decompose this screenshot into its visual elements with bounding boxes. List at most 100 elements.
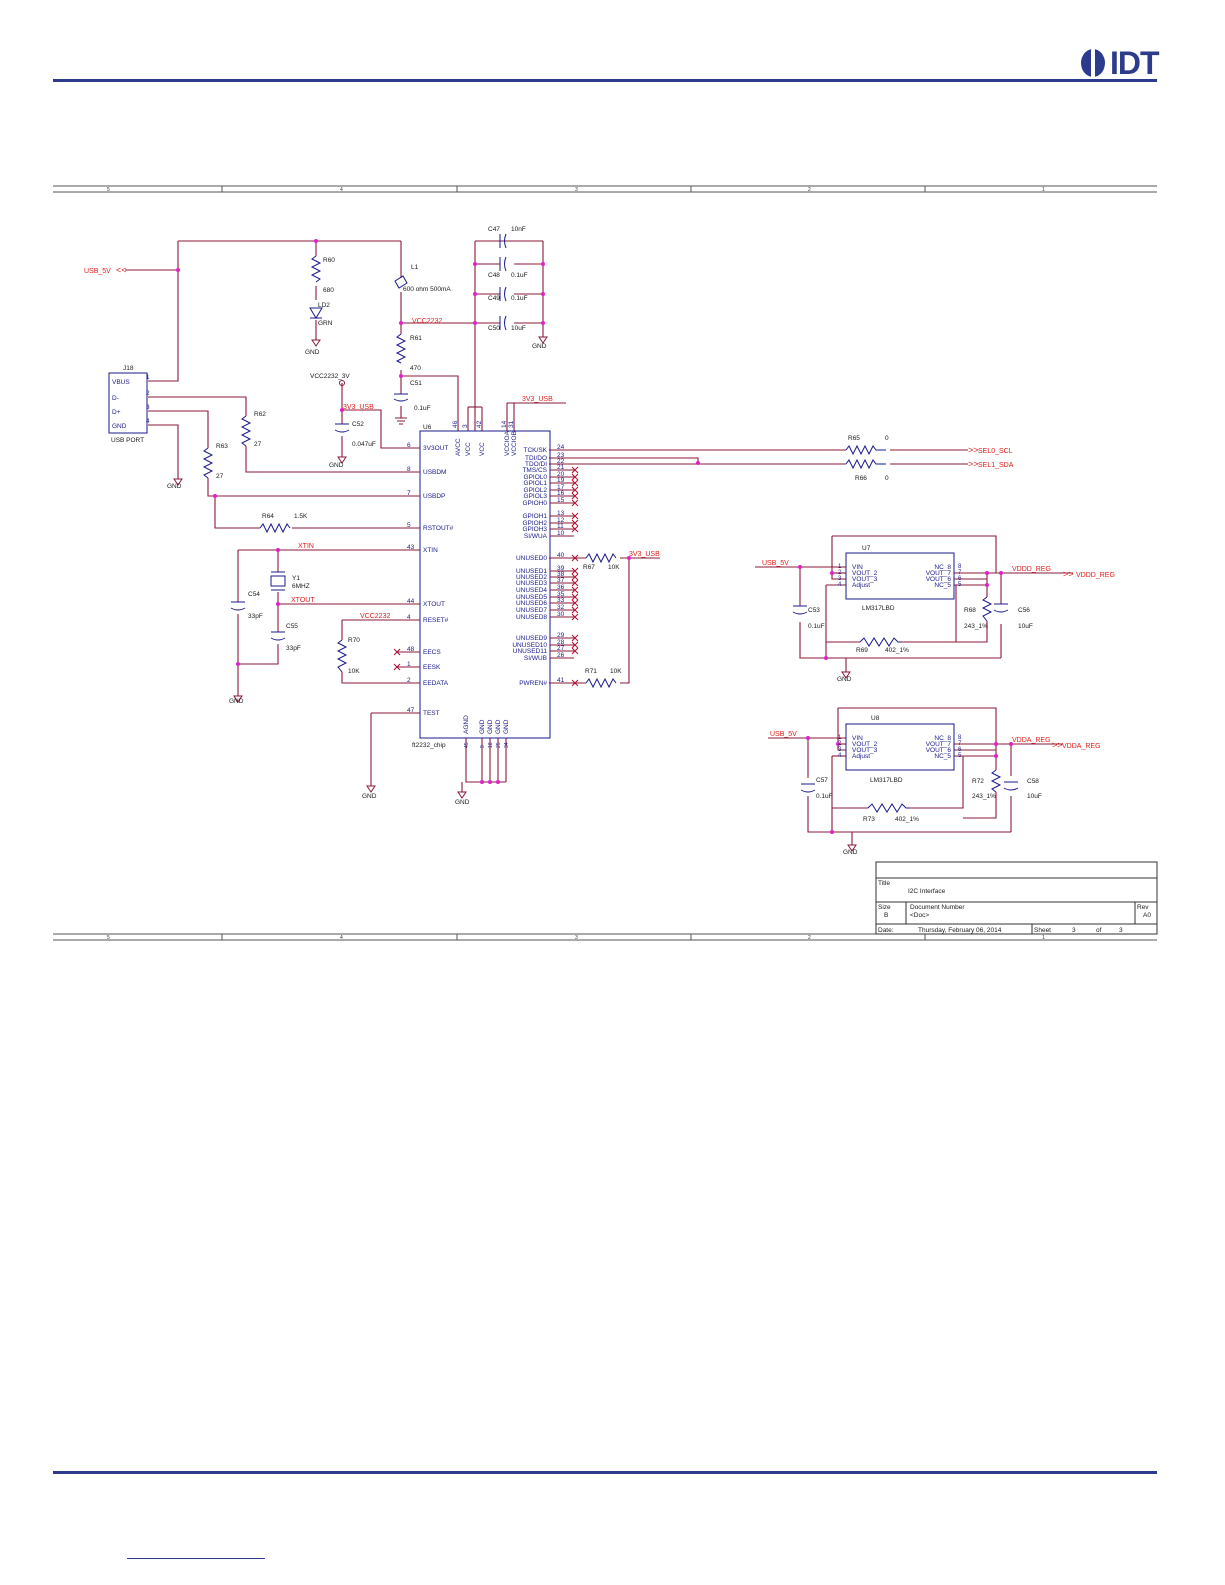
j18-ref: J18 <box>123 365 134 372</box>
zone-top-2: 2 <box>808 187 811 193</box>
u6-pin-number: 16 <box>557 490 565 497</box>
c49-ref: C49 <box>488 295 500 302</box>
u6-pin-number: 36 <box>557 584 565 591</box>
u6-body <box>419 430 551 739</box>
l1-value: 600 ohm 500mA <box>403 286 451 293</box>
usb-connector-body <box>108 372 148 434</box>
ld2-value: GRN <box>318 320 333 327</box>
u6-pin-name: GND <box>487 719 494 734</box>
u6-pin-name: UNUSED7 <box>516 607 547 614</box>
u7-ref: U7 <box>862 545 871 552</box>
ld2-symbol <box>309 307 323 319</box>
u6-pin-number: 11 <box>557 523 564 530</box>
no-connect-icon <box>571 586 579 594</box>
u6-pin-name: GPIOH1 <box>522 513 547 520</box>
u8-pin-number: 1 <box>838 735 842 741</box>
u6-pin-name: USBDM <box>423 469 446 476</box>
zone-bottom-2: 2 <box>808 935 811 941</box>
c52-ref: C52 <box>352 421 364 428</box>
u6-pin-name: UNUSED0 <box>516 555 547 562</box>
r73-value: 402_1% <box>895 816 919 823</box>
r61-ref: R61 <box>410 335 422 342</box>
j18-pin-number: 3 <box>146 404 150 411</box>
u8-pin-number: 2 <box>838 741 842 747</box>
u6-pin-name: VCC <box>465 442 472 456</box>
c49-symbol <box>499 286 507 302</box>
u6-pin-name: GPIOH3 <box>522 526 547 533</box>
no-connect-icon <box>571 573 579 581</box>
u6-pin-name: TDO/DI <box>525 461 547 468</box>
r62-value: 27 <box>254 441 262 448</box>
offpage-arrow-icon: << <box>116 265 127 275</box>
u7-pin-name: VOUT_7 <box>926 570 952 577</box>
u6-pin-name: GND <box>503 719 510 734</box>
r67-value: 10K <box>608 564 620 571</box>
c54-symbol <box>230 601 246 611</box>
r60-symbol <box>310 255 322 283</box>
rev-value: A0 <box>1143 912 1151 919</box>
u6-pin-number: 17 <box>557 484 565 491</box>
u7-pin-name: VOUT_3 <box>852 576 878 583</box>
no-connect-icon <box>571 519 579 527</box>
net-label-vdda-reg-port: VDDA_REG <box>1062 743 1101 750</box>
c56-ref: C56 <box>1018 607 1030 614</box>
u6-pin-name: UNUSED4 <box>516 587 547 594</box>
c56-value: 10uF <box>1018 623 1033 630</box>
no-connect-icon <box>571 512 579 520</box>
u6-pin-number: 1 <box>407 661 411 668</box>
u6-pin-name: VCCIOB <box>511 431 518 456</box>
u6-pin-name: GPIOL3 <box>524 493 548 500</box>
r72-ref: R72 <box>972 778 984 785</box>
offpage-arrow-icon: >> <box>968 459 979 469</box>
u6-pin-number: 27 <box>557 645 565 652</box>
gnd-label: GND <box>167 483 182 490</box>
r69-value: 402_1% <box>885 647 909 654</box>
u8-name: LM317LBD <box>870 777 903 784</box>
net-label-usb5v: USB_5V <box>84 268 111 275</box>
zone-top-3: 3 <box>575 187 578 193</box>
c57-ref: C57 <box>816 777 828 784</box>
c47-symbol <box>499 233 507 249</box>
c58-symbol <box>1003 781 1019 791</box>
r60-value: 680 <box>323 287 334 294</box>
c48-ref: C48 <box>488 272 500 279</box>
u6-pin-name: TCK/SK <box>524 447 548 454</box>
u6-pin-number: 21 <box>557 464 565 471</box>
net-label-vddd-reg: VDDD_REG <box>1012 566 1051 573</box>
u6-pin-name: GND <box>479 719 486 734</box>
u6-pin-name: SI/WUA <box>524 533 548 540</box>
no-connect-icon <box>571 567 579 575</box>
r61-symbol <box>395 333 407 364</box>
reference-labels: C47 10nF C48 0.1uF C49 0.1uF C50 10uF GN… <box>111 226 1042 856</box>
u6-pin-name: TMS/CS <box>522 467 547 474</box>
footer-link-underline[interactable] <box>127 1558 265 1559</box>
j18-pin-number: 1 <box>146 374 150 381</box>
u6-pin-name: EESK <box>423 664 441 671</box>
net-label-usb5v-u8: USB_5V <box>770 731 797 738</box>
title-block: Title I2C Interface Size B Document Numb… <box>875 861 1158 935</box>
u6-pin-number: 48 <box>407 646 415 653</box>
u6-pin-number: 33 <box>557 597 565 604</box>
no-connect-icon <box>571 525 579 533</box>
u6-pin-name: EEDATA <box>423 680 449 687</box>
u6-pin-number: 8 <box>407 466 411 473</box>
no-connect-icon <box>571 473 579 481</box>
c47-value: 10nF <box>511 226 526 233</box>
u8-pin-number: 5 <box>958 753 962 759</box>
u6-pin-name: TDI/DO <box>525 455 547 462</box>
u7-pin-number: 4 <box>838 582 842 588</box>
ground-symbol <box>337 456 347 464</box>
u6-pin-number: 26 <box>557 652 565 659</box>
u6-pin-name: XTOUT <box>423 601 445 608</box>
u6-pin-number: 13 <box>557 510 565 517</box>
net-label-vcc2232-3v: VCC2232_3V <box>310 373 350 380</box>
u6-pin-number: 19 <box>557 477 565 484</box>
u6-pin-name: UNUSED11 <box>513 648 548 655</box>
c53-symbol <box>792 605 808 615</box>
no-connect-icon <box>571 466 579 474</box>
u8-body <box>845 723 955 771</box>
net-label-sel1: SEL1_SDA <box>978 462 1014 469</box>
u7-pin-name: VOUT_6 <box>926 576 952 583</box>
zone-bottom-4: 4 <box>340 935 343 941</box>
